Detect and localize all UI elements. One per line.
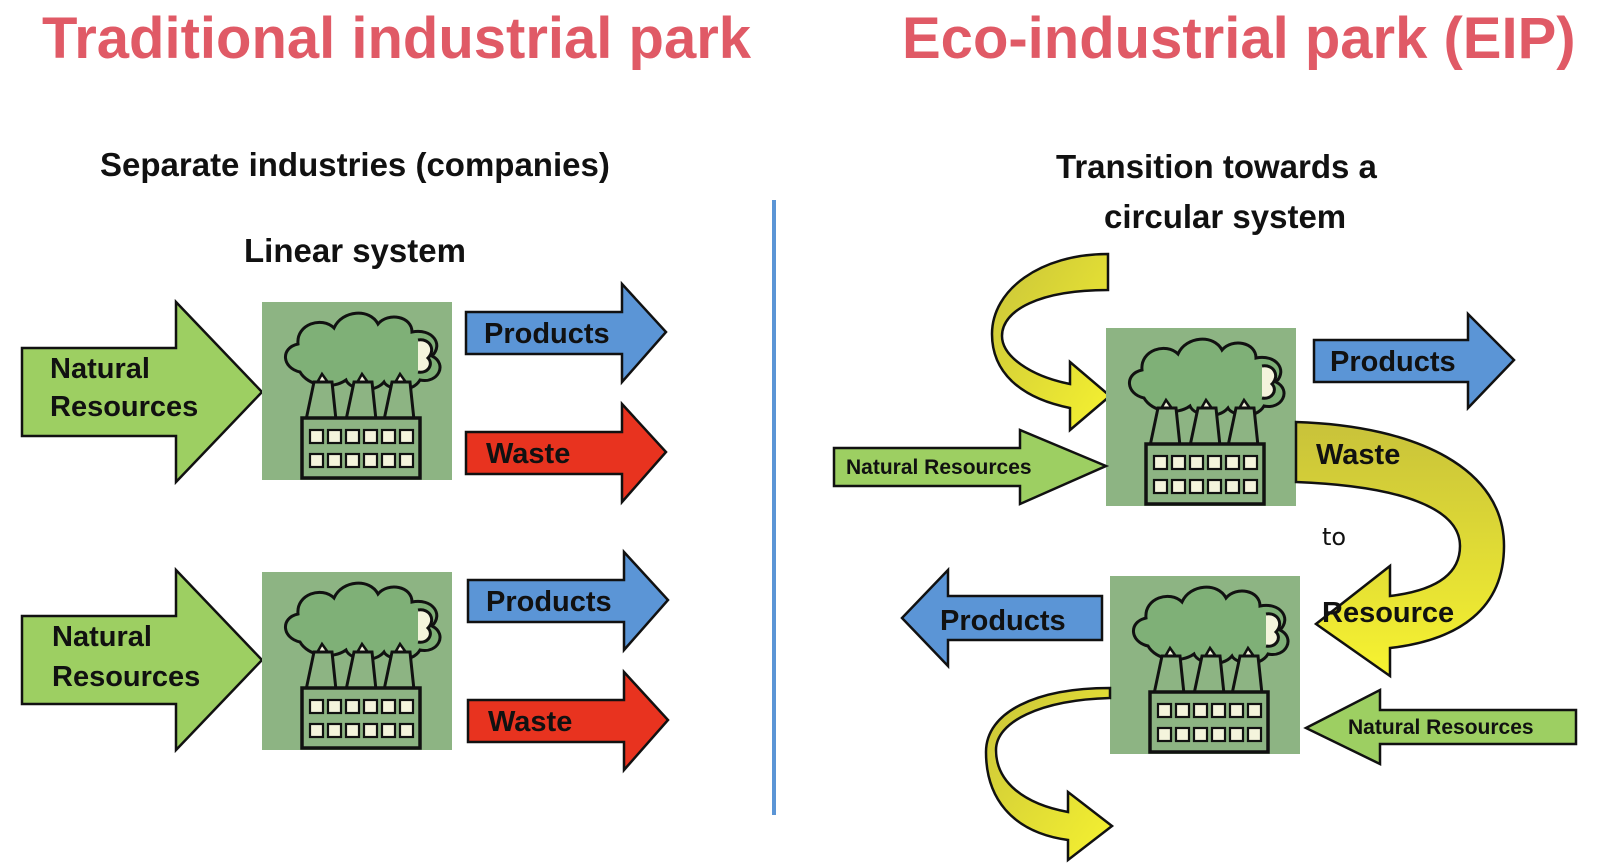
waste-to-resource-loop-arrow bbox=[1294, 420, 1506, 679]
right-heading-line1: Transition towards a bbox=[1056, 148, 1378, 185]
natural-resources-label-line1: Natural bbox=[52, 621, 152, 653]
left-heading: Separate industries (companies) bbox=[100, 146, 610, 183]
factory-icon bbox=[260, 300, 454, 482]
natural-resources-arrow-top bbox=[832, 428, 1110, 506]
outgoing-loop-arrow bbox=[984, 686, 1115, 863]
products-arrow-top bbox=[1312, 310, 1516, 412]
natural-resources-label-line2: Resources bbox=[52, 661, 200, 693]
products-label-bottom: Products bbox=[940, 605, 1066, 637]
natural-resources-label-bottom: Natural Resources bbox=[1348, 716, 1534, 739]
right-heading-line2: circular system bbox=[1104, 198, 1346, 235]
title-traditional: Traditional industrial park bbox=[42, 6, 752, 71]
title-eco-industrial: Eco-industrial park (EIP) bbox=[902, 6, 1576, 71]
products-label: Products bbox=[486, 586, 612, 618]
factory-icon-top bbox=[1104, 326, 1298, 508]
natural-resources-arrow bbox=[20, 566, 264, 754]
products-label-top: Products bbox=[1330, 346, 1456, 378]
linear-system-label: Linear system bbox=[244, 232, 466, 269]
natural-resources-label-line2: Resources bbox=[50, 391, 198, 423]
products-arrow bbox=[464, 280, 668, 386]
left-row-1: Natural Resources Products Waste bbox=[20, 280, 668, 506]
waste-label: Waste bbox=[486, 438, 570, 470]
connector-to-label: to bbox=[1322, 523, 1346, 551]
waste-label-loop: Waste bbox=[1316, 439, 1400, 471]
natural-resources-arrow-bottom bbox=[1303, 687, 1578, 766]
left-row-2: Natural Resources Products Waste bbox=[20, 548, 670, 774]
waste-label: Waste bbox=[488, 706, 572, 738]
natural-resources-arrow bbox=[20, 298, 264, 486]
natural-resources-label-line1: Natural bbox=[50, 353, 150, 385]
factory-icon-bottom bbox=[1108, 574, 1302, 756]
products-arrow bbox=[466, 548, 670, 654]
natural-resources-label-top: Natural Resources bbox=[846, 456, 1032, 479]
incoming-loop-arrow bbox=[990, 252, 1112, 433]
products-arrow-bottom bbox=[900, 566, 1104, 670]
waste-arrow bbox=[466, 668, 670, 774]
factory-icon bbox=[260, 570, 454, 752]
waste-arrow bbox=[464, 400, 668, 506]
products-label: Products bbox=[484, 318, 610, 350]
resource-label-loop: Resource bbox=[1322, 597, 1454, 629]
